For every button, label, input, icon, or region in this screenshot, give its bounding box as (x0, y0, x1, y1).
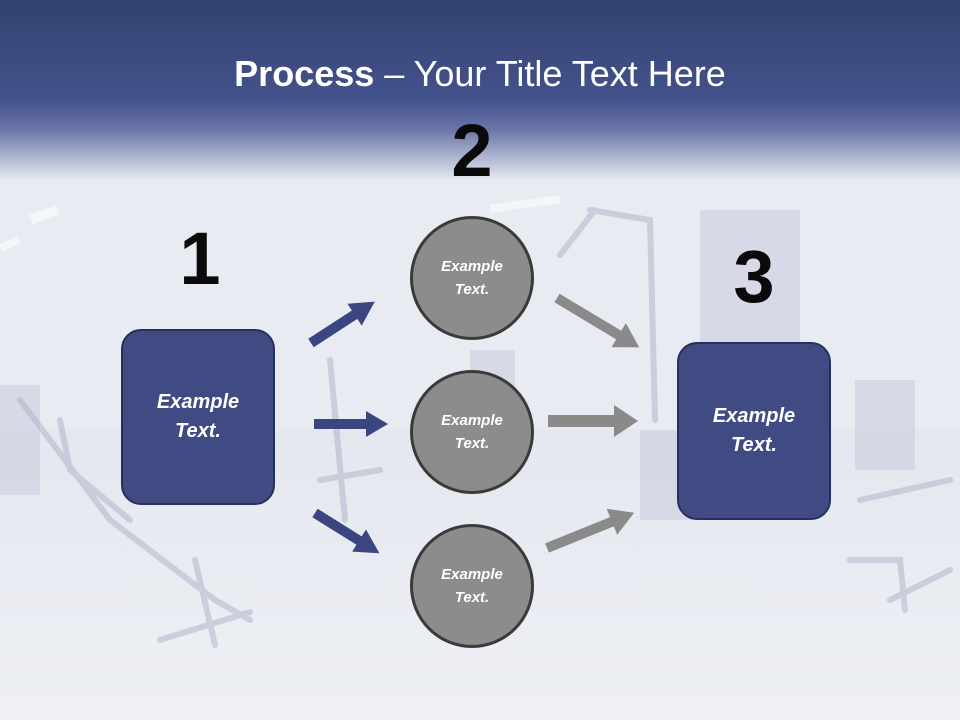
step-3-box: Example Text. (677, 342, 831, 520)
arrow-circle-middle-to-box3 (548, 405, 638, 437)
step-number-2: 2 (451, 109, 493, 192)
slide-title: Process – Your Title Text Here (0, 52, 960, 96)
step-1-text-line2: Text. (175, 420, 221, 442)
circle-top-line1: Example (441, 258, 503, 275)
circle-top-line2: Text. (454, 281, 490, 298)
step-3-text-line1: Example (712, 405, 796, 427)
step-2-circle-middle: Example Text. (410, 370, 534, 494)
circle-middle-line2: Text. (454, 435, 490, 452)
arrow-box1-to-circle-middle (314, 411, 388, 437)
title-rest: – Your Title Text Here (374, 53, 726, 94)
circle-bottom-line1: Example (441, 566, 503, 583)
circle-bottom-line2: Text. (454, 589, 490, 606)
circle-middle-line1: Example (441, 412, 503, 429)
arrow-circle-bottom-to-box3 (545, 508, 635, 553)
step-1-box: Example Text. (121, 329, 275, 505)
step-2-circle-top: Example Text. (410, 216, 534, 340)
step-number-1: 1 (179, 217, 221, 300)
step-2-circle-bottom: Example Text. (410, 524, 534, 648)
arrow-circle-top-to-box3 (554, 293, 640, 348)
step-number-3: 3 (733, 235, 775, 318)
arrow-box1-to-circle-top (308, 301, 375, 348)
step-1-text-line1: Example (156, 391, 240, 413)
arrow-box1-to-circle-bottom (312, 508, 380, 554)
title-bold: Process (234, 53, 375, 94)
step-3-text-line2: Text. (731, 434, 777, 456)
